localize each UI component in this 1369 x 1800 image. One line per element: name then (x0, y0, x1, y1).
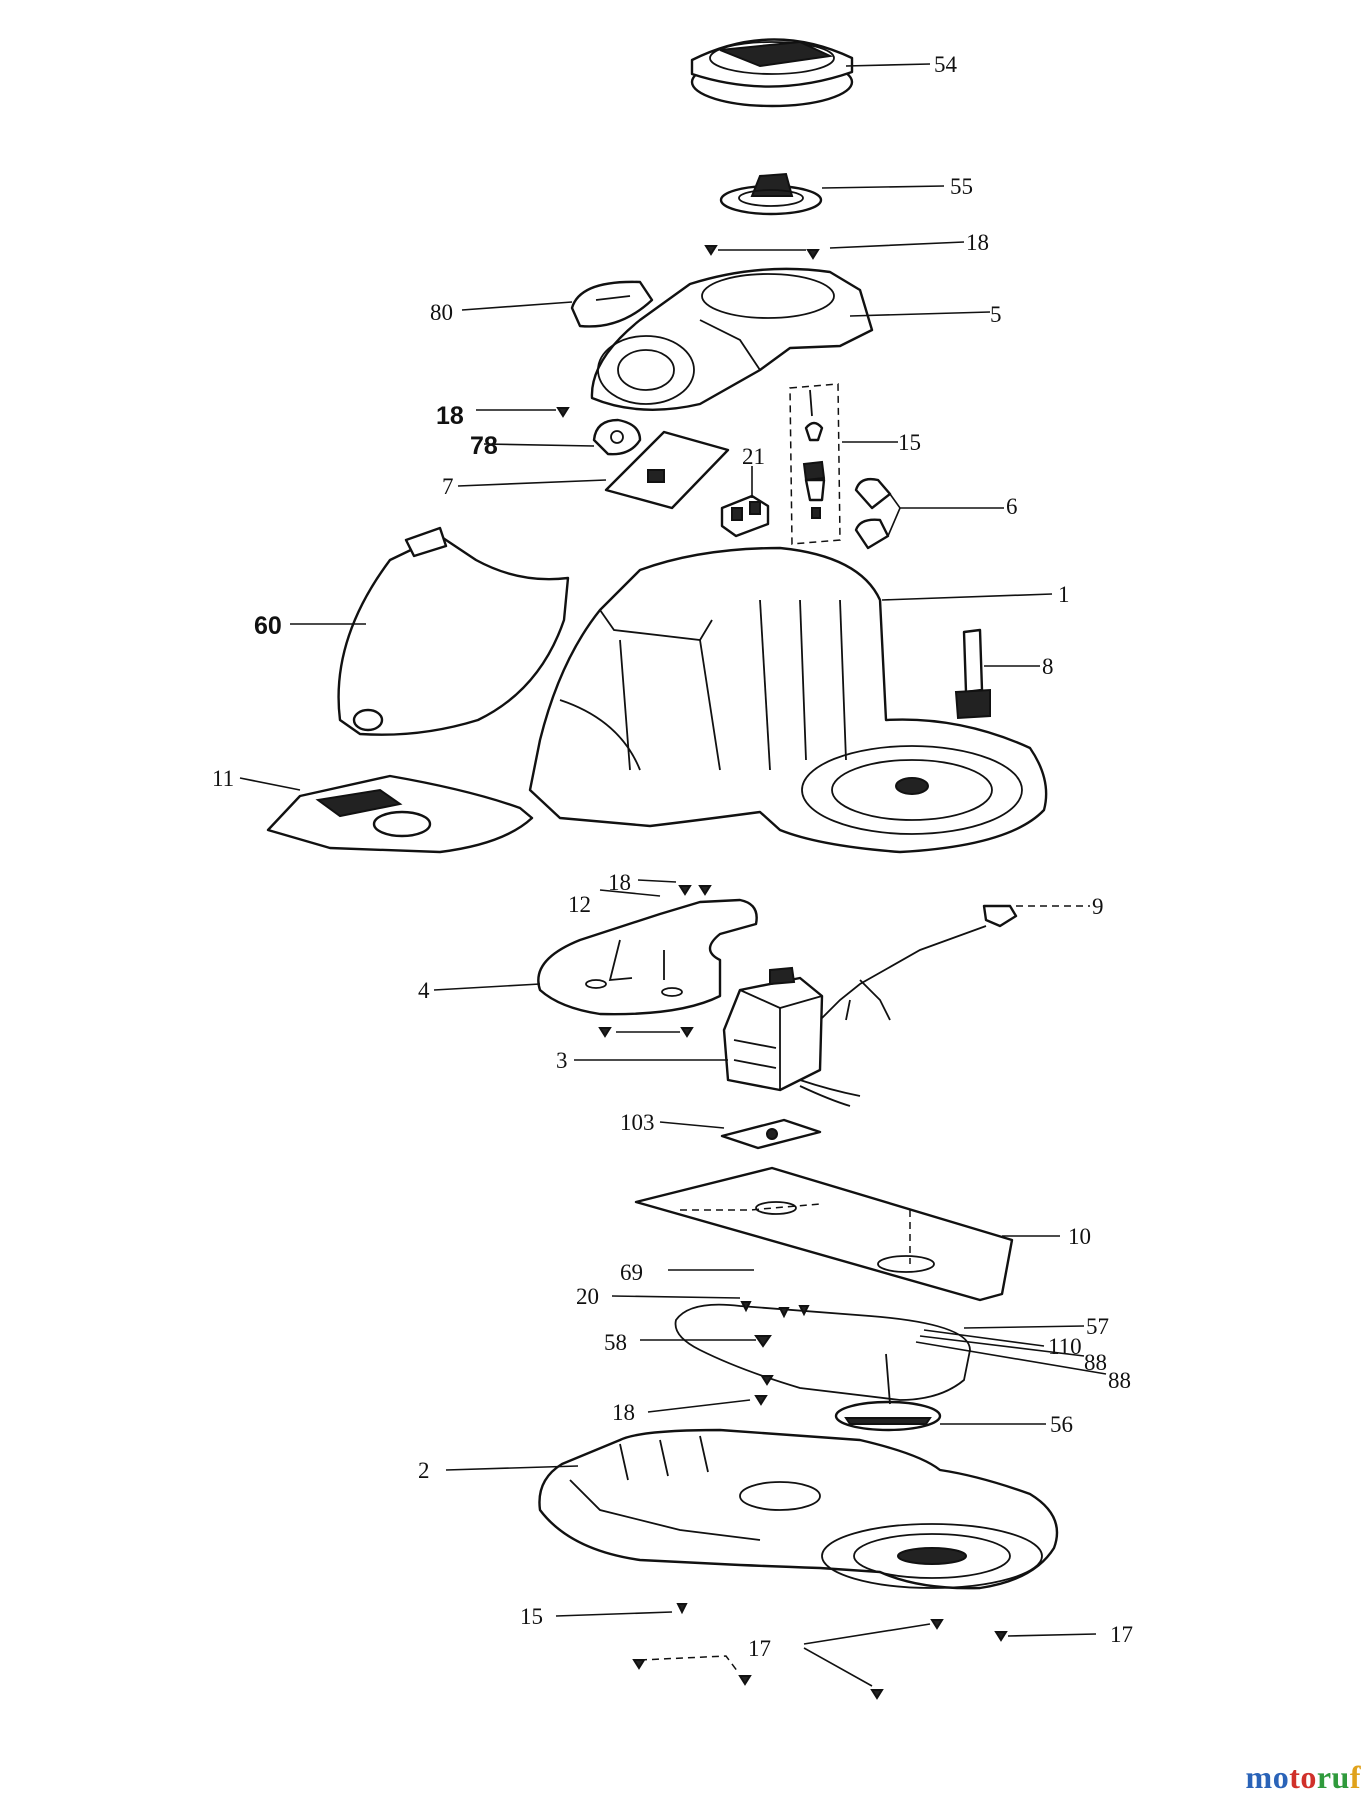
callout-18: 18 (608, 870, 631, 895)
part-5-upper-housing (590, 267, 874, 411)
callout-18: 18 (966, 230, 989, 255)
screws-18-mid (678, 885, 712, 896)
callout-78: 78 (470, 432, 498, 460)
part-10-sheet (634, 1166, 1014, 1302)
callout-88: 88 (1108, 1368, 1131, 1393)
callout-4: 4 (418, 978, 430, 1003)
callout-18: 18 (612, 1400, 635, 1425)
watermark-part: to (1289, 1759, 1317, 1795)
callout-60: 60 (254, 612, 282, 640)
leader-lines (239, 63, 1107, 1687)
watermark-part: ru (1316, 1759, 1350, 1795)
part-78-knob (592, 418, 642, 456)
part-8-post (954, 628, 991, 720)
callout-20: 20 (576, 1284, 599, 1309)
callout-57: 57 (1086, 1314, 1109, 1339)
screws-part-4 (598, 1027, 694, 1038)
callout-10: 10 (1068, 1224, 1091, 1249)
callout-3: 3 (556, 1048, 568, 1073)
callout-6: 6 (1006, 494, 1018, 519)
part-56-blade (834, 1353, 942, 1432)
part-57-seal (674, 1301, 971, 1401)
callout-88: 88 (1084, 1350, 1107, 1375)
callout-103: 103 (620, 1110, 655, 1135)
screws-bottom (632, 1603, 1008, 1700)
callout-5: 5 (990, 302, 1002, 327)
part-80-dish (570, 280, 654, 328)
part-11-plate (266, 774, 534, 854)
part-9-harness (819, 904, 1018, 1021)
callout-7: 7 (442, 474, 454, 499)
part-7-pcb (604, 430, 730, 510)
callout-9: 9 (1092, 894, 1104, 919)
callout-18: 18 (436, 402, 464, 430)
callout-labels: 54 55 18 80 5 18 78 15 7 21 6 1 60 8 11 … (212, 52, 1133, 1661)
part-21-switch (720, 494, 770, 538)
part-3-motor (722, 966, 861, 1107)
part-4-baffle (537, 898, 758, 1016)
part-15-assembly (789, 383, 841, 545)
callout-1: 1 (1058, 582, 1070, 607)
screws-18-top (704, 245, 820, 260)
watermark-part: f (1349, 1759, 1361, 1795)
screw-18-bold (556, 407, 570, 418)
watermark-part: mo (1245, 1759, 1290, 1795)
callout-17: 17 (748, 1636, 771, 1661)
callout-2: 2 (418, 1458, 430, 1483)
part-6-clips (854, 477, 892, 550)
callout-54: 54 (934, 52, 958, 77)
callout-58: 58 (604, 1330, 627, 1355)
part-54-cap (690, 38, 854, 108)
callout-55: 55 (950, 174, 973, 199)
part-55-disc (719, 172, 823, 216)
callout-17: 17 (1110, 1622, 1133, 1647)
callout-11: 11 (212, 766, 234, 791)
part-103-board (720, 1118, 822, 1150)
callout-69: 69 (620, 1260, 643, 1285)
callout-15: 15 (520, 1604, 543, 1629)
callout-8: 8 (1042, 654, 1054, 679)
callout-21: 21 (742, 444, 765, 469)
callout-80: 80 (430, 300, 453, 325)
callout-56: 56 (1050, 1412, 1073, 1437)
callout-12: 12 (568, 892, 591, 917)
screws-18-lower (754, 1375, 774, 1406)
callout-15: 15 (898, 430, 921, 455)
part-1-main-housing (528, 546, 1048, 854)
callout-110: 110 (1048, 1334, 1082, 1359)
part-2-chassis (538, 1428, 1059, 1590)
brand-watermark: motoruf (1246, 1759, 1361, 1796)
part-60-cover (337, 526, 570, 736)
